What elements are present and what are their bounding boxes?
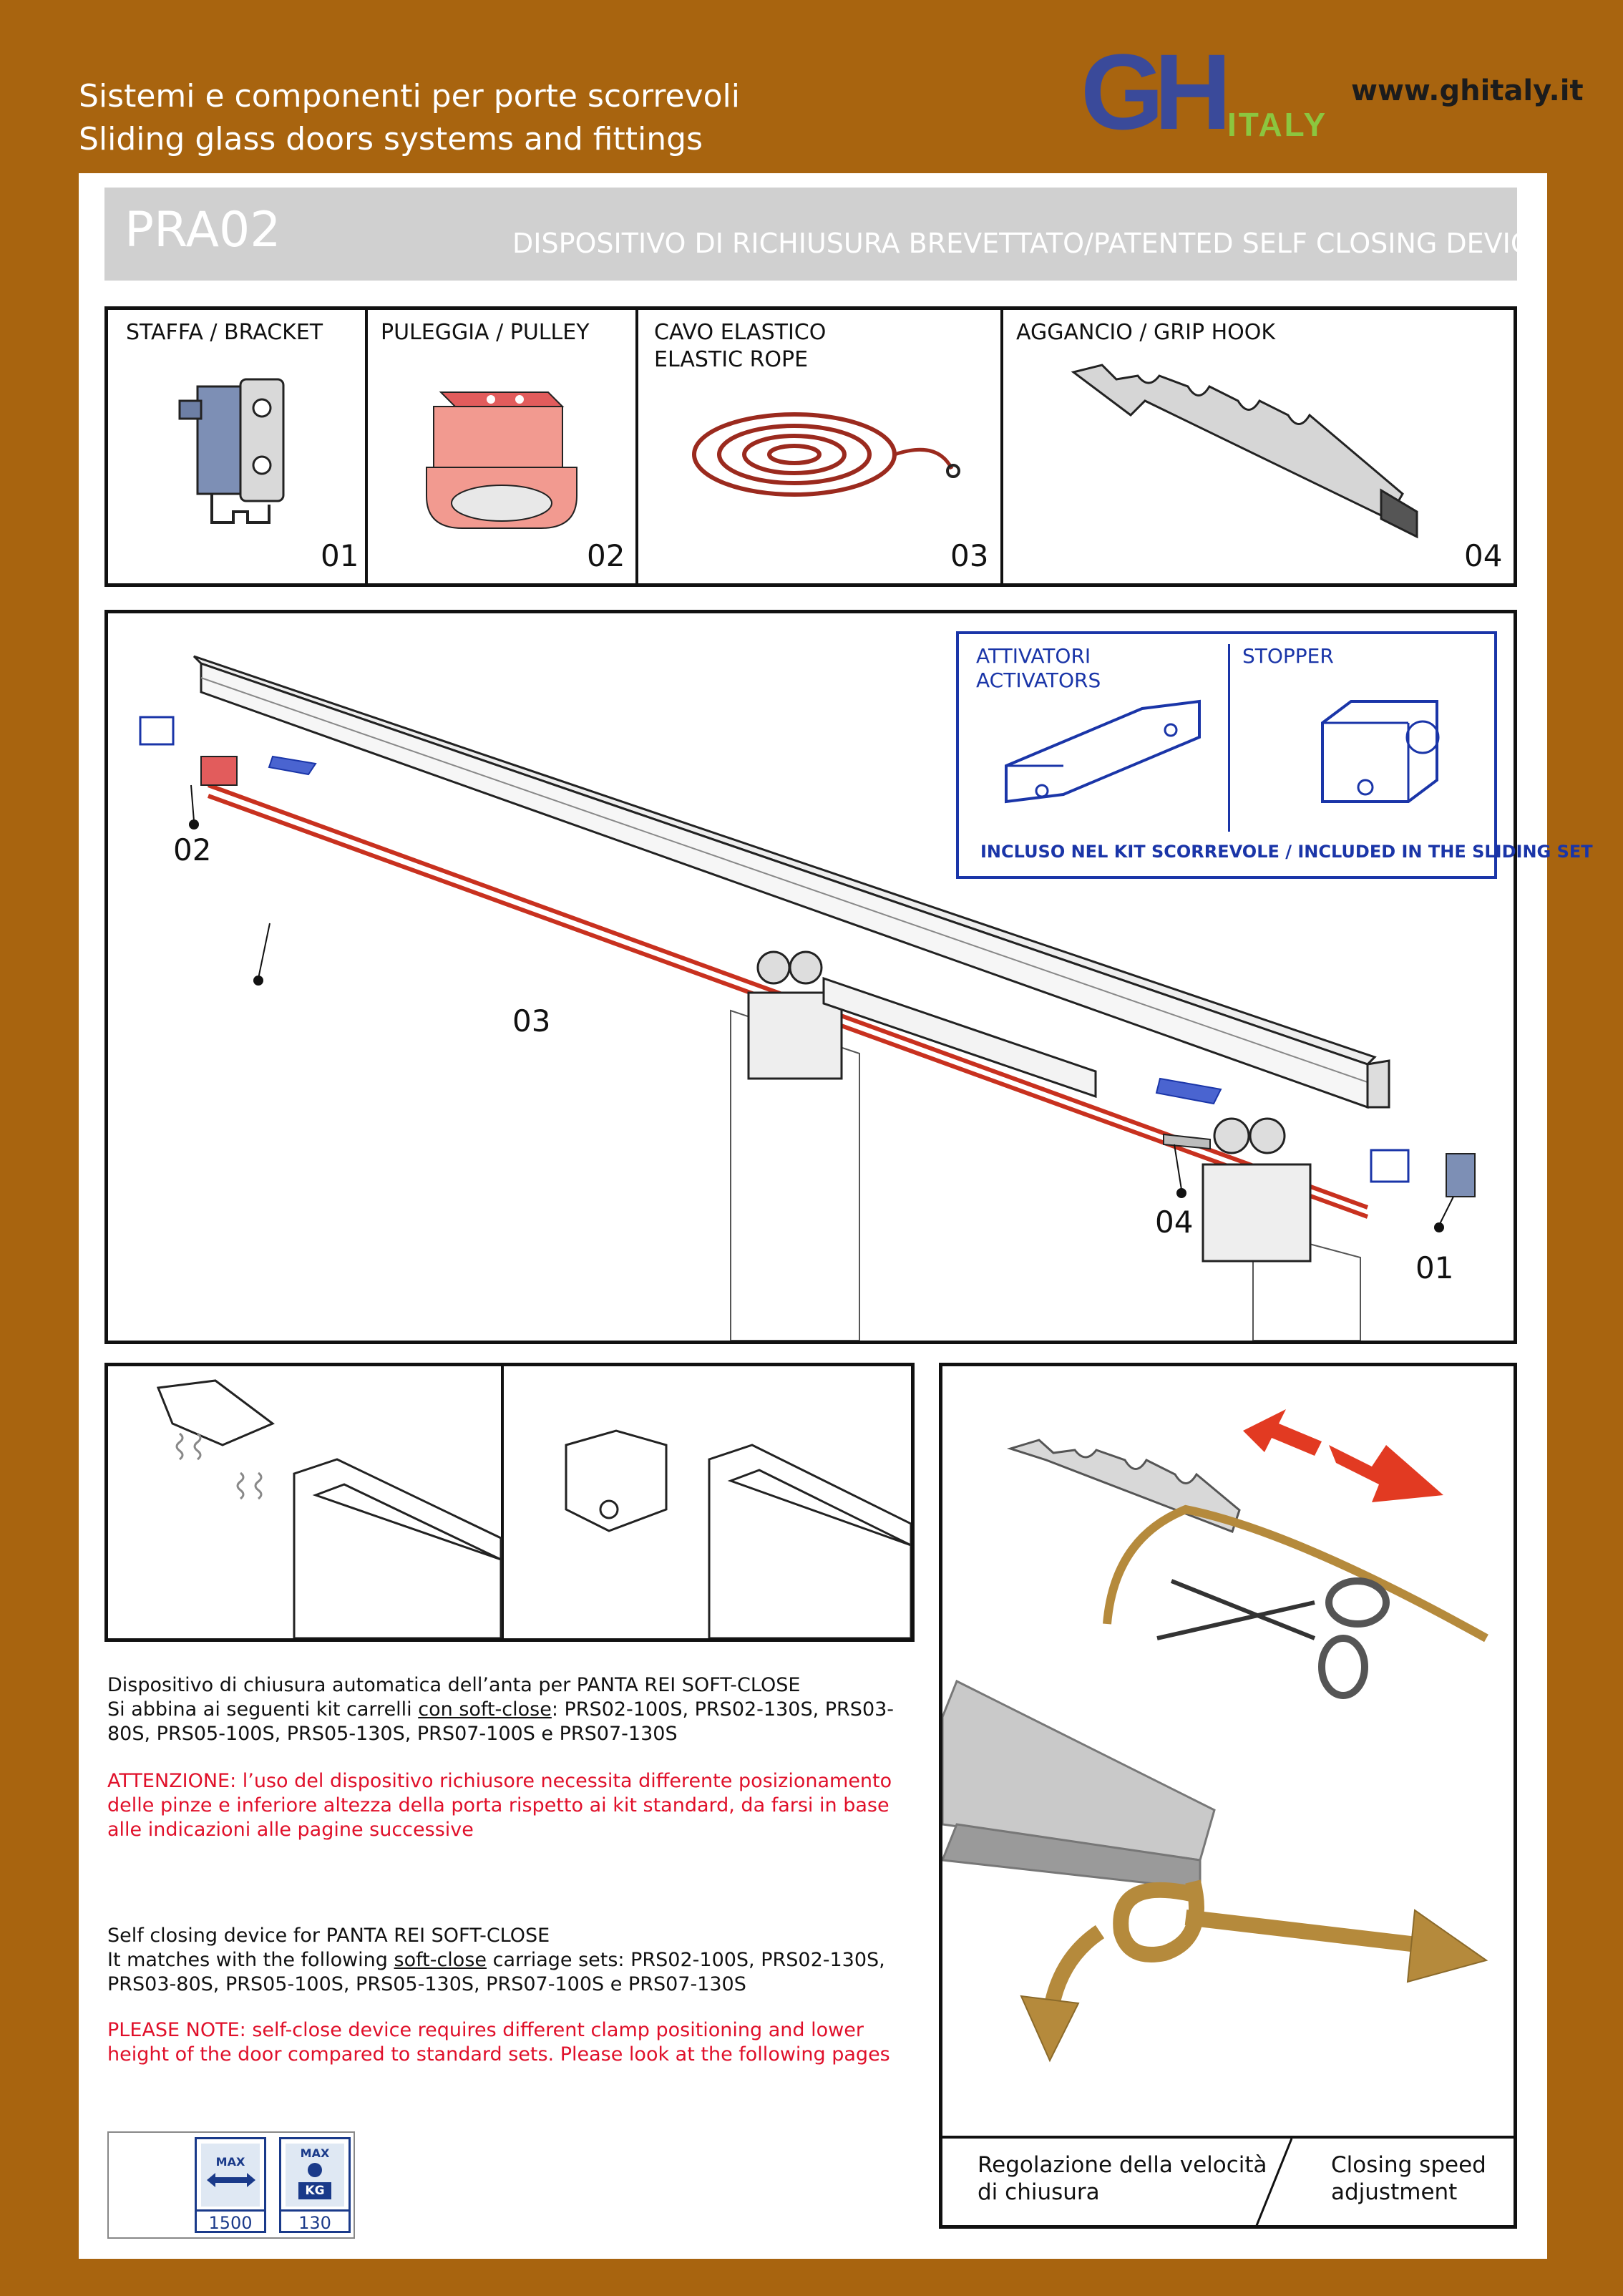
tagline-it: Sistemi e componenti per porte scorrevol… xyxy=(79,78,740,115)
grip-hook-illustration xyxy=(1071,364,1418,539)
caption-en-line: adjustment xyxy=(1331,2179,1458,2205)
component-number: 01 xyxy=(321,538,359,573)
description-it: Dispositivo di chiusura automatica dell’… xyxy=(107,1673,923,1746)
warn-it-line: alle indicazioni alle pagine successive xyxy=(107,1819,474,1841)
desc-it-line: Si abbina ai seguenti kit carrelli con s… xyxy=(107,1698,895,1721)
desc-it-line: Dispositivo di chiusura automatica dell’… xyxy=(107,1674,801,1696)
assembly-illustration xyxy=(139,655,1476,1341)
inset-stopper-label: STOPPER xyxy=(1242,644,1334,668)
component-label-hook: AGGANCIO / GRIP HOOK xyxy=(1016,320,1276,345)
gh-italy-logo: GH ITALY xyxy=(1081,44,1327,145)
caption-it-line: Regolazione della velocità xyxy=(978,2152,1267,2178)
desc-en-line: Self closing device for PANTA REI SOFT-C… xyxy=(107,1925,550,1947)
elastic-rope-illustration xyxy=(692,412,960,497)
component-label-rope: CAVO ELASTICO ELASTIC ROPE xyxy=(654,319,826,374)
website-link[interactable]: www.ghitaly.it xyxy=(1351,74,1584,107)
spec-weight-value: 130 xyxy=(281,2209,349,2233)
callout-rope: 03 xyxy=(512,1003,551,1038)
activators-en: ACTIVATORS xyxy=(976,668,1101,692)
inset-divider xyxy=(1228,644,1230,832)
desc-en-line: PRS03-80S, PRS05-100S, PRS05-130S, PRS07… xyxy=(107,1973,746,1995)
component-number: 03 xyxy=(950,538,989,573)
bracket-illustration xyxy=(178,378,285,524)
description-en: Self closing device for PANTA REI SOFT-C… xyxy=(107,1924,923,1997)
speed-illustration xyxy=(942,1409,1488,2063)
activators-it: ATTIVATORI xyxy=(976,644,1091,668)
desc-it-line: 80S, PRS05-100S, PRS05-130S, PRS07-100S … xyxy=(107,1723,678,1745)
caption-slash xyxy=(1254,2139,1293,2227)
inset-activators-label: ATTIVATORI ACTIVATORS xyxy=(976,644,1101,693)
spec-max-label: MAX xyxy=(215,2155,245,2169)
caption-en-line: Closing speed xyxy=(1331,2152,1486,2178)
callout-pulley: 02 xyxy=(173,832,212,867)
caption-divider xyxy=(940,2136,1516,2139)
warn-it-line: ATTENZIONE: l’uso del dispositivo richiu… xyxy=(107,1770,892,1792)
caption-it-line: di chiusura xyxy=(978,2179,1100,2205)
logo-gh: GH xyxy=(1081,44,1225,145)
activator-illustration xyxy=(1005,699,1201,804)
width-arrow-icon xyxy=(207,2173,255,2187)
divider xyxy=(365,308,368,585)
callout-bracket: 01 xyxy=(1415,1250,1454,1285)
spec-max-label: MAX xyxy=(300,2146,330,2160)
tagline-en: Sliding glass doors systems and fittings xyxy=(79,121,703,157)
warn-en-line: height of the door compared to standard … xyxy=(107,2043,890,2066)
warn-it-line: delle pinze e inferiore altezza della po… xyxy=(107,1794,890,1816)
rope-label-en: ELASTIC ROPE xyxy=(654,347,809,372)
pulley-illustration xyxy=(426,391,577,529)
spec-kg-label: KG xyxy=(298,2182,331,2199)
weight-icon xyxy=(308,2163,322,2177)
spec-max-length: MAX 1500 xyxy=(195,2137,266,2233)
callout-hook: 04 xyxy=(1155,1205,1194,1240)
warning-it: ATTENZIONE: l’uso del dispositivo richiu… xyxy=(107,1769,923,1842)
product-code: PRA02 xyxy=(125,202,281,258)
rope-label-it: CAVO ELASTICO xyxy=(654,320,827,345)
spec-max-weight: MAX KG 130 xyxy=(279,2137,351,2233)
warning-en: PLEASE NOTE: self-close device requires … xyxy=(107,2018,923,2067)
divider xyxy=(635,308,638,585)
component-number: 02 xyxy=(587,538,625,573)
stopper-illustration xyxy=(1321,700,1440,803)
warn-en-line: PLEASE NOTE: self-close device requires … xyxy=(107,2019,864,2041)
desc-en-line: It matches with the following soft-close… xyxy=(107,1949,885,1971)
spec-icon-bg xyxy=(201,2144,260,2207)
header-tagline: Sistemi e componenti per porte scorrevol… xyxy=(79,75,740,161)
detail-illustration xyxy=(156,1379,911,1638)
speed-caption-en: Closing speed adjustment xyxy=(1331,2151,1486,2206)
component-number: 04 xyxy=(1464,538,1503,573)
divider xyxy=(501,1364,504,1640)
component-label-bracket: STAFFA / BRACKET xyxy=(126,320,323,345)
component-label-pulley: PULEGGIA / PULLEY xyxy=(381,320,590,345)
spec-length-value: 1500 xyxy=(197,2209,264,2233)
divider xyxy=(1000,308,1003,585)
logo-italy: ITALY xyxy=(1227,106,1327,143)
speed-caption-it: Regolazione della velocità di chiusura xyxy=(978,2151,1267,2206)
inset-note: INCLUSO NEL KIT SCORREVOLE / INCLUDED IN… xyxy=(980,842,1593,862)
product-title: DISPOSITIVO DI RICHIUSURA BREVETTATO/PAT… xyxy=(512,228,1547,259)
title-bar xyxy=(104,188,1517,281)
